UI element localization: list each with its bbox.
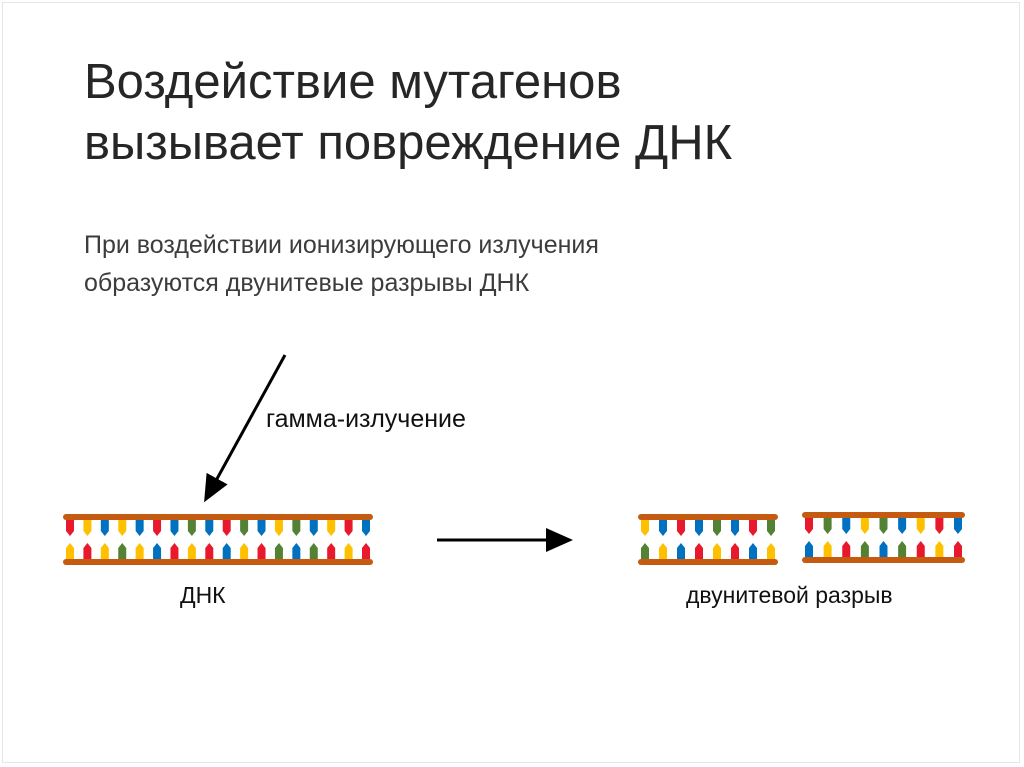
dna-right-base-bottom	[954, 541, 962, 557]
dna-intact-base-top	[309, 520, 318, 536]
title-line-2: вызывает повреждение ДНК	[84, 116, 733, 170]
dna-intact-base-bottom	[135, 543, 144, 559]
dna-left-base-top	[641, 520, 649, 536]
dna-intact-base-top	[66, 520, 74, 536]
dna-intact-base-top	[118, 520, 127, 536]
dna-intact-base-bottom	[344, 543, 353, 559]
dna-left-base-top	[659, 520, 667, 536]
dna-fragment-left	[638, 514, 778, 565]
dna-intact-base-top	[153, 520, 162, 536]
dna-intact-base-bottom	[153, 543, 162, 559]
dna-left-base-bottom	[731, 543, 739, 559]
dna-right-base-bottom	[935, 541, 944, 557]
dna-left-backbone-bottom	[638, 559, 778, 565]
dna-intact-base-bottom	[205, 543, 214, 559]
dna-fragment-right	[802, 512, 965, 563]
dna-intact-base-top	[344, 520, 353, 536]
title-line-1: Воздействие мутагенов	[84, 55, 622, 109]
dna-intact-base-bottom	[292, 543, 301, 559]
dna-intact-base-top	[187, 520, 196, 536]
dna-intact-base-bottom	[100, 543, 109, 559]
dna-left-base-top	[767, 520, 775, 536]
dna-right-base-bottom	[823, 541, 832, 557]
dna-left-base-bottom	[677, 543, 685, 559]
dna-intact-base-bottom	[257, 543, 266, 559]
dna-intact-base-bottom	[240, 543, 249, 559]
dna-right-base-top	[954, 518, 962, 534]
dna-molecule-intact	[63, 514, 373, 565]
dna-left-base-bottom	[713, 543, 721, 559]
dna-label: ДНК	[180, 582, 226, 608]
dna-intact-base-top	[135, 520, 144, 536]
dna-right-backbone-top	[802, 512, 965, 518]
dna-right-base-bottom	[916, 541, 925, 557]
dna-left-backbone-top	[638, 514, 778, 520]
dna-intact-base-top	[274, 520, 283, 536]
dna-left-base-top	[677, 520, 685, 536]
dna-left-base-bottom	[767, 543, 775, 559]
dna-intact-backbone-bottom	[63, 559, 373, 565]
dna-intact-base-top	[222, 520, 231, 536]
slide-subtitle: При воздействии ионизирующего излучения …	[84, 226, 884, 302]
dna-right-base-top	[860, 518, 869, 534]
dna-intact-base-bottom	[170, 543, 179, 559]
dna-left-base-top	[749, 520, 757, 536]
dna-right-base-bottom	[860, 541, 869, 557]
dna-right-base-bottom	[805, 541, 813, 557]
dna-intact-base-bottom	[187, 543, 196, 559]
dna-left-base-top	[731, 520, 739, 536]
dna-left-base-bottom	[659, 543, 667, 559]
dna-intact-base-bottom	[118, 543, 127, 559]
dna-left-base-bottom	[749, 543, 757, 559]
dna-intact-base-top	[327, 520, 336, 536]
dna-intact-base-bottom	[327, 543, 336, 559]
double-strand-break-label: двунитевой разрыв	[686, 582, 893, 608]
dna-right-base-top	[879, 518, 888, 534]
dna-right-base-top	[898, 518, 907, 534]
dna-intact-base-bottom	[362, 543, 370, 559]
gamma-radiation-label: гамма-излучение	[266, 405, 466, 433]
gamma-ray-arrow	[204, 354, 287, 503]
dna-intact-base-top	[83, 520, 92, 536]
dna-intact-base-top	[240, 520, 249, 536]
dna-intact-backbone-top	[63, 514, 373, 520]
dna-left-base-bottom	[641, 543, 649, 559]
dna-intact-base-bottom	[222, 543, 231, 559]
dna-right-base-top	[916, 518, 925, 534]
dna-left-base-bottom	[695, 543, 703, 559]
dna-intact-base-top	[205, 520, 214, 536]
dna-intact-base-top	[170, 520, 179, 536]
slide-title: Воздействие мутагенов вызывает поврежден…	[84, 52, 964, 174]
dna-intact-base-top	[362, 520, 370, 536]
dna-intact-base-bottom	[274, 543, 283, 559]
dna-intact-base-bottom	[309, 543, 318, 559]
dna-right-base-top	[805, 518, 813, 534]
dna-right-base-bottom	[898, 541, 907, 557]
subtitle-line-2: образуются двунитевые разрывы ДНК	[84, 269, 530, 297]
dna-intact-base-bottom	[66, 543, 74, 559]
subtitle-line-1: При воздействии ионизирующего излучения	[84, 231, 599, 259]
dna-left-base-top	[713, 520, 721, 536]
dna-right-base-bottom	[842, 541, 851, 557]
dna-right-base-bottom	[879, 541, 888, 557]
dna-right-base-top	[842, 518, 851, 534]
dna-intact-base-top	[292, 520, 301, 536]
dna-intact-base-bottom	[83, 543, 92, 559]
dna-intact-base-top	[257, 520, 266, 536]
dna-right-base-top	[823, 518, 832, 534]
dna-left-base-top	[695, 520, 703, 536]
dna-right-base-top	[935, 518, 944, 534]
dna-right-backbone-bottom	[802, 557, 965, 563]
dna-intact-base-top	[100, 520, 109, 536]
